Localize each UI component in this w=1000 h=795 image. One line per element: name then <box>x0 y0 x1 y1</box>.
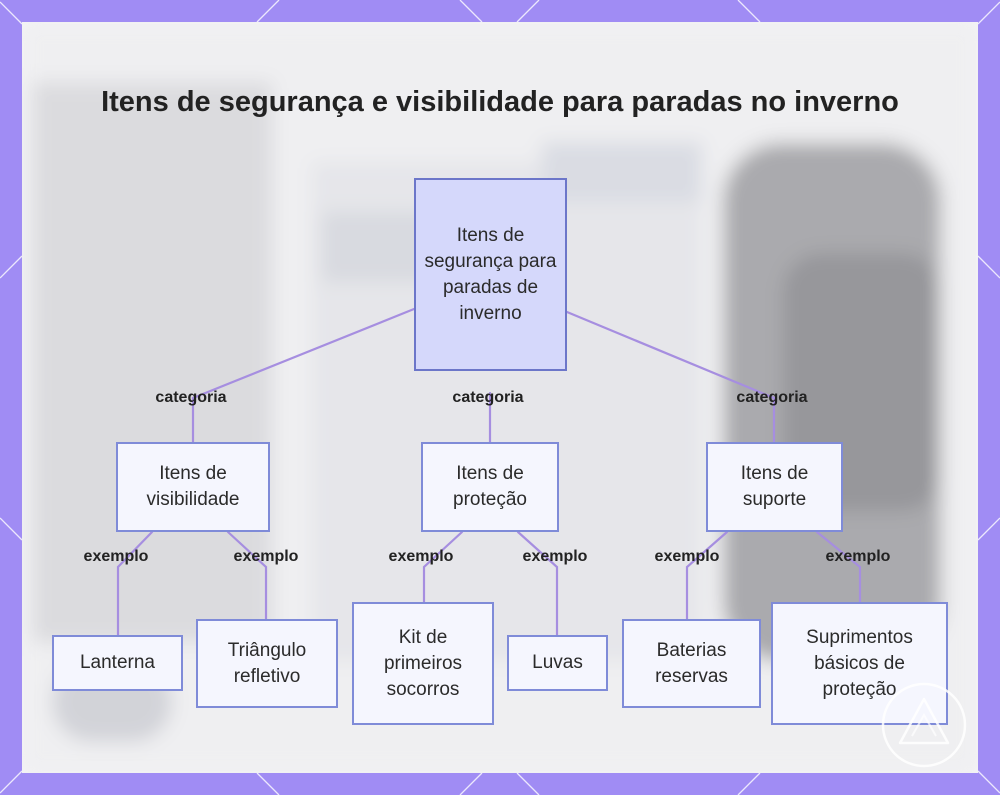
example-node-luvas: Luvas <box>507 635 608 691</box>
warning-triangle-icon <box>881 682 967 768</box>
example-label: Suprimentos básicos de proteção <box>806 626 913 700</box>
edge-visibilidade-triangulo <box>226 530 268 621</box>
category-label: Itens de proteção <box>453 463 527 510</box>
edge-suporte-baterias <box>685 530 729 621</box>
edge-protecao-luvas <box>516 530 559 637</box>
example-label: Baterias reservas <box>655 639 728 687</box>
edge-label-categoria: categoria <box>155 389 227 406</box>
edge-root-visibilidade <box>191 307 416 444</box>
edge-label-categoria: categoria <box>452 389 524 406</box>
edge-root-suporte <box>565 310 776 444</box>
category-label: Itens de visibilidade <box>146 463 240 510</box>
category-label: Itens de suporte <box>740 463 809 510</box>
edge-label-categoria: categoria <box>736 389 808 406</box>
example-node-lanterna: Lanterna <box>52 635 183 691</box>
edge-protecao-kit <box>422 530 464 604</box>
edge-label-exemplo: exemplo <box>83 548 149 565</box>
edge-label-exemplo: exemplo <box>522 548 588 565</box>
example-label: Triângulo refletivo <box>227 639 307 687</box>
category-node-suporte: Itens de suporte <box>706 442 843 532</box>
edge-visibilidade-lanterna <box>116 530 154 637</box>
category-node-visibilidade: Itens de visibilidade <box>116 442 270 532</box>
example-label: Kit de primeiros socorros <box>383 626 463 700</box>
example-node-baterias: Baterias reservas <box>622 619 761 708</box>
root-node-label: Itens de segurança para paradas de inver… <box>424 224 557 324</box>
edge-label-exemplo: exemplo <box>388 548 454 565</box>
edge-label-exemplo: exemplo <box>654 548 720 565</box>
background-photo <box>22 22 978 773</box>
category-node-protecao: Itens de proteção <box>421 442 559 532</box>
example-node-suprimentos: Suprimentos básicos de proteção <box>771 602 948 725</box>
edge-label-exemplo: exemplo <box>825 548 891 565</box>
example-node-kit: Kit de primeiros socorros <box>352 602 494 725</box>
example-label: Lanterna <box>79 652 155 673</box>
root-node: Itens de segurança para paradas de inver… <box>414 178 567 371</box>
edge-label-exemplo: exemplo <box>233 548 299 565</box>
example-node-triangulo: Triângulo refletivo <box>196 619 338 708</box>
diagram-links <box>116 307 862 637</box>
diagram-panel: Itens de segurança e visibilidade para p… <box>22 22 978 773</box>
edge-suporte-suprimentos <box>815 530 862 604</box>
example-label: Luvas <box>532 652 583 673</box>
diagram-title: Itens de segurança e visibilidade para p… <box>101 86 899 118</box>
